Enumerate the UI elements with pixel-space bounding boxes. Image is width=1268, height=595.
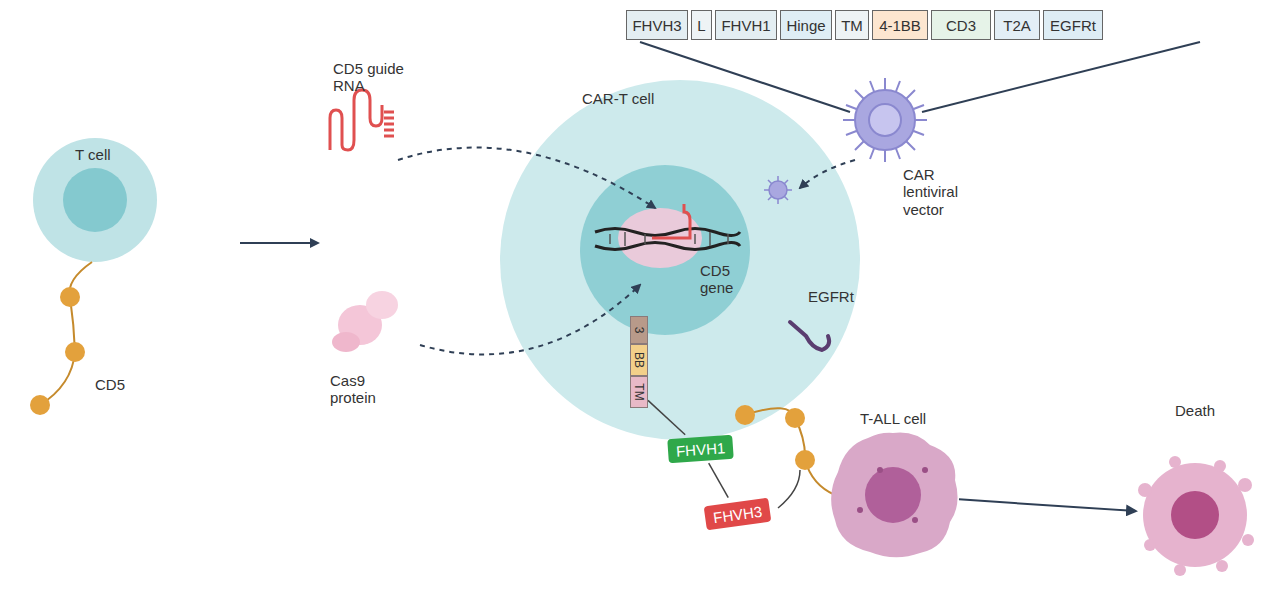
receptor-domain: 3 [630, 316, 648, 344]
process-arrow [959, 499, 1136, 511]
segment-label: 4-1BB [879, 17, 921, 34]
construct-segment: FHVH1 [715, 10, 777, 40]
linker-line [709, 463, 729, 497]
segment-label: Hinge [786, 17, 825, 34]
cell-node: CAR-T cell [500, 80, 860, 440]
process-arrow [240, 242, 318, 244]
construct-segment: Hinge [780, 10, 832, 40]
construct-segment: L [691, 10, 712, 40]
egfrt-marker [790, 322, 829, 350]
callout-label: EGFRt [808, 288, 868, 305]
guide-rna [330, 90, 394, 150]
construct-segment: 4-1BB [872, 10, 928, 40]
small-lentivirus [764, 176, 792, 204]
segment-label: FHVH3 [632, 17, 681, 34]
cas9-protein [332, 291, 398, 352]
domain-label: 3 [632, 327, 646, 334]
dna-with-cas9 [595, 204, 740, 268]
construct-segment: CD3 [931, 10, 991, 40]
cell-label: T-ALL cell [860, 410, 926, 427]
cd5-dot [785, 408, 805, 428]
cell-node: Death [1130, 400, 1260, 578]
cd5-dot [795, 450, 815, 470]
construct-segment: EGFRt [1043, 10, 1103, 40]
linker-line [648, 400, 685, 434]
t-all-cell [831, 433, 957, 558]
cell-label: T cell [75, 146, 111, 163]
nucleus [580, 165, 750, 335]
construct-segment: FHVH3 [626, 10, 688, 40]
domain-label: BB [632, 352, 646, 368]
domain-label: TM [632, 383, 646, 400]
dashed-arrow [420, 285, 640, 354]
segment-label: FHVH1 [721, 17, 770, 34]
lentivirus [843, 78, 927, 162]
cell-node: T cell [35, 143, 155, 167]
cell-node: T-ALL cell [830, 408, 960, 560]
cd5-chain [745, 408, 835, 495]
cell-label: CAR-T cell [582, 90, 654, 107]
binding-domain: FHVH3 [704, 498, 772, 531]
binding-domain: FHVH1 [667, 435, 734, 463]
segment-label: TM [841, 17, 863, 34]
callout-label: CD5 [95, 376, 145, 393]
binding-link [778, 470, 800, 508]
segment-label: EGFRt [1050, 17, 1096, 34]
leader-line [922, 42, 1200, 112]
dashed-arrow [800, 160, 855, 188]
callout-label: CAR lentiviral vector [903, 166, 993, 218]
domain-label: FHVH1 [675, 439, 725, 459]
callout-label: Cas9 protein [330, 372, 400, 407]
callout-label: CD5 guide RNA [333, 60, 413, 95]
dashed-arrow [398, 148, 655, 209]
segment-label: L [697, 17, 705, 34]
construct-segment: TM [835, 10, 869, 40]
receptor-domain: TM [630, 376, 648, 408]
cell-outline [831, 433, 955, 557]
cell-label: Death [1175, 402, 1215, 419]
construct-segment: T2A [994, 10, 1040, 40]
segment-label: T2A [1003, 17, 1031, 34]
car-t-cell-body [500, 80, 860, 440]
callout-label: CD5 gene [700, 262, 750, 297]
dying-cell [1138, 456, 1254, 576]
domain-label: FHVH3 [712, 502, 763, 526]
segment-label: CD3 [946, 17, 976, 34]
receptor-domain: BB [630, 344, 648, 376]
cell-outline [1140, 460, 1250, 570]
cd5-dot [735, 405, 755, 425]
t-cell-figure [30, 138, 157, 415]
